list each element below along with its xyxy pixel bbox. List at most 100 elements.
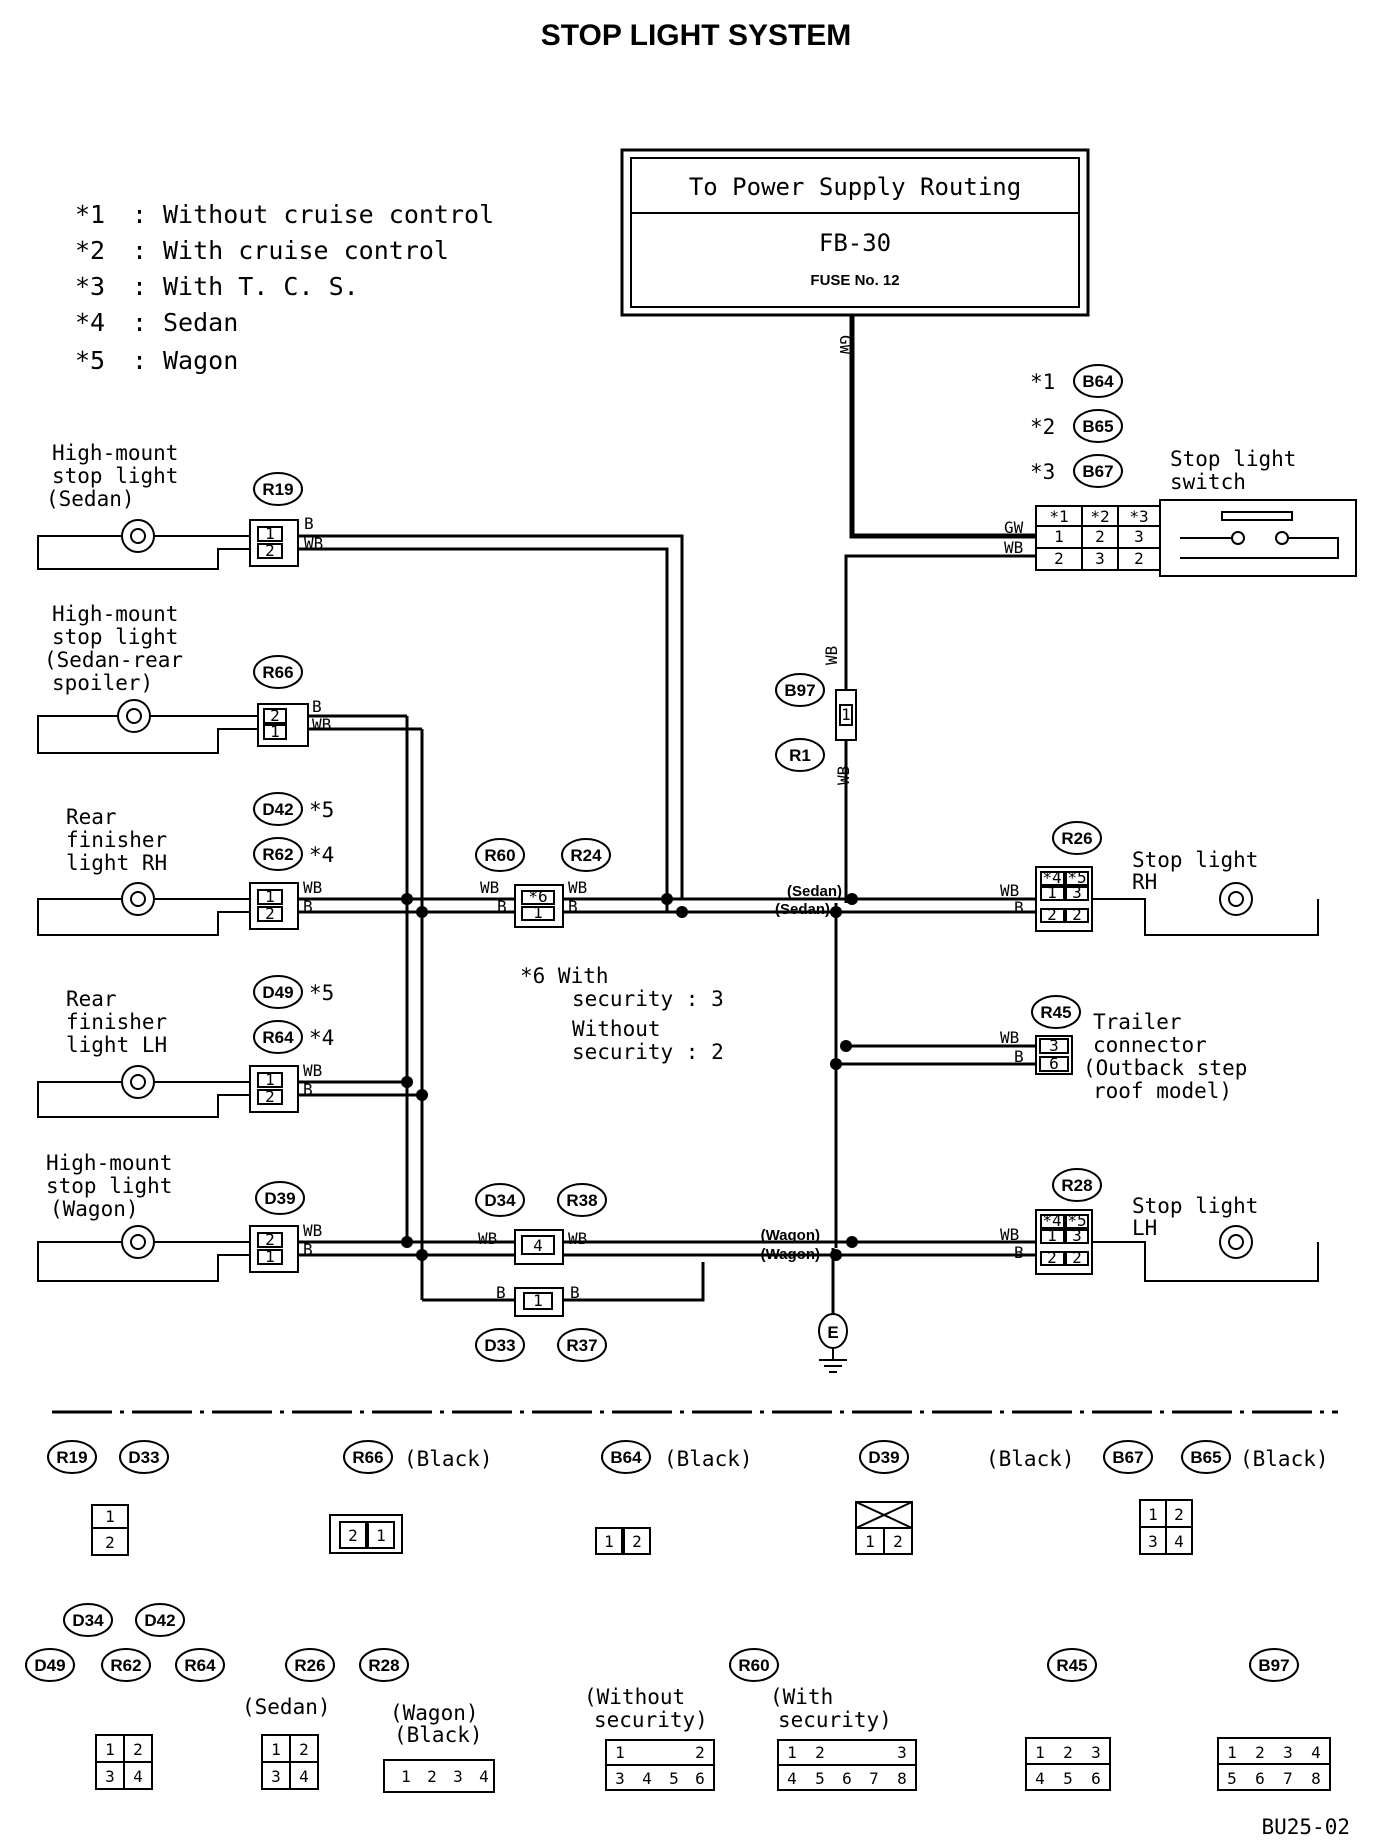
svg-text:R60: R60 — [738, 1656, 769, 1675]
svg-text:6: 6 — [1049, 1054, 1059, 1073]
svg-text:WB: WB — [568, 1229, 587, 1248]
power-supply-box: To Power Supply Routing FB-30 FUSE No. 1… — [620, 148, 1090, 317]
label-rear-lh-1: Rear — [66, 987, 117, 1011]
svg-text:*6: *6 — [528, 887, 547, 906]
svg-text:D42: D42 — [262, 800, 293, 819]
legend-text-4: Sedan — [163, 308, 238, 337]
view-r26-r28: R26 R28 (Sedan) 1 2 3 4 (Wagon) (Black) … — [242, 1648, 495, 1793]
svg-text:1: 1 — [265, 887, 275, 906]
svg-text:1: 1 — [271, 1740, 281, 1759]
svg-text:1: 1 — [265, 1247, 275, 1266]
svg-text:E: E — [827, 1323, 838, 1342]
svg-text:3: 3 — [1072, 883, 1082, 902]
label-hm-spoiler-3: (Sedan-rear — [44, 648, 183, 672]
ground-symbol: E — [818, 1313, 848, 1373]
legend-sep-1: : — [132, 200, 147, 229]
svg-text:R24: R24 — [570, 846, 602, 865]
svg-text:2: 2 — [893, 1532, 903, 1551]
svg-text:*2: *2 — [1030, 415, 1055, 439]
svg-text:1: 1 — [787, 1743, 797, 1762]
svg-text:WB: WB — [1000, 1225, 1019, 1244]
svg-text:3: 3 — [453, 1767, 463, 1786]
svg-text:B: B — [303, 1240, 313, 1259]
connector-r66 — [257, 703, 309, 747]
svg-text:*4: *4 — [1042, 868, 1061, 887]
svg-text:2: 2 — [299, 1740, 309, 1759]
svg-text:WB: WB — [568, 878, 587, 897]
svg-text:(Wagon): (Wagon) — [761, 1246, 820, 1263]
svg-text:2: 2 — [1063, 1743, 1073, 1762]
svg-text:5: 5 — [1227, 1769, 1237, 1788]
connector-id-d39: D39 — [255, 1181, 305, 1215]
svg-text:(Wagon): (Wagon) — [761, 1227, 820, 1244]
svg-text:4: 4 — [787, 1769, 797, 1788]
svg-text:(Without: (Without — [584, 1685, 685, 1709]
svg-text:*4: *4 — [309, 843, 334, 867]
svg-text:1: 1 — [1054, 527, 1064, 546]
svg-text:*2: *2 — [1090, 507, 1109, 526]
inline-pin-numbers: 12 21 12 12 21 *61 4 1 1 R26 *4*5 13 22 … — [265, 524, 1086, 1310]
svg-text:B: B — [303, 1080, 313, 1099]
connector-id-r24: R24 — [561, 838, 611, 872]
view-four-pin-group: D34 D42 D49 R62 R64 1 2 3 4 — [25, 1603, 225, 1790]
label-hm-sedan-2: stop light — [52, 464, 178, 488]
label-stop-lh-2: LH — [1132, 1216, 1157, 1240]
fuse-box-label: FB-30 — [819, 229, 891, 257]
svg-text:(With: (With — [770, 1685, 833, 1709]
svg-text:D49: D49 — [34, 1656, 65, 1675]
svg-text:WB: WB — [822, 646, 841, 665]
svg-text:*1: *1 — [1049, 507, 1068, 526]
svg-text:B67: B67 — [1082, 462, 1113, 481]
svg-text:2: 2 — [1174, 1505, 1184, 1524]
svg-text:D34: D34 — [72, 1611, 104, 1630]
svg-text:R19: R19 — [262, 480, 293, 499]
svg-text:R62: R62 — [262, 845, 293, 864]
svg-text:2: 2 — [632, 1532, 642, 1551]
svg-text:3: 3 — [1072, 1226, 1082, 1245]
view-d39: D39 1 2 — [855, 1440, 913, 1555]
svg-text:WB: WB — [303, 1221, 322, 1240]
svg-text:5: 5 — [815, 1769, 825, 1788]
svg-text:3: 3 — [1148, 1532, 1158, 1551]
svg-text:1: 1 — [604, 1532, 614, 1551]
svg-text:D39: D39 — [868, 1448, 899, 1467]
label-hm-sedan-3: (Sedan) — [46, 487, 135, 511]
lamp-symbol-rear-lh — [121, 1065, 155, 1099]
label-rear-rh-3: light RH — [66, 851, 167, 875]
label-rear-rh-1: Rear — [66, 805, 117, 829]
svg-text:R28: R28 — [368, 1656, 399, 1675]
connector-id-b64: B64 — [1073, 364, 1123, 398]
svg-text:R60: R60 — [484, 846, 515, 865]
lamp-symbol-stop-lh — [1219, 1225, 1253, 1259]
svg-text:7: 7 — [869, 1769, 879, 1788]
svg-text:5: 5 — [669, 1769, 679, 1788]
svg-text:security): security) — [778, 1708, 892, 1732]
connector-id-r19: R19 — [253, 472, 303, 506]
svg-text:3: 3 — [1283, 1743, 1293, 1762]
label-hm-spoiler-4: spoiler) — [52, 671, 153, 695]
label-stop-lh-1: Stop light — [1132, 1194, 1258, 1218]
connector-id-d33: D33 — [475, 1328, 525, 1362]
svg-text:4: 4 — [133, 1767, 143, 1786]
view-r19-d33: R19 D33 1 2 — [47, 1440, 169, 1556]
svg-text:B67: B67 — [1112, 1448, 1143, 1467]
page-code: BU25-02 — [1261, 1815, 1350, 1839]
svg-text:D33: D33 — [128, 1448, 159, 1467]
label-switch-1: Stop light — [1170, 447, 1296, 471]
wiring — [37, 315, 1319, 1360]
svg-text:1: 1 — [841, 705, 851, 724]
svg-text:R26: R26 — [1061, 829, 1092, 848]
legend-key-3: *3 — [75, 272, 105, 301]
label-stop-rh-2: RH — [1132, 870, 1157, 894]
connector-id-r26: R26 — [1052, 821, 1102, 855]
connector-r45 — [1035, 1035, 1073, 1075]
svg-text:3: 3 — [615, 1769, 625, 1788]
svg-text:1: 1 — [865, 1532, 875, 1551]
svg-text:WB: WB — [303, 878, 322, 897]
svg-text:3: 3 — [1091, 1743, 1101, 1762]
svg-text:8: 8 — [897, 1769, 907, 1788]
lamp-symbol-hm-spoiler — [117, 699, 151, 733]
svg-text:1: 1 — [265, 524, 275, 543]
svg-text:1: 1 — [265, 1070, 275, 1089]
